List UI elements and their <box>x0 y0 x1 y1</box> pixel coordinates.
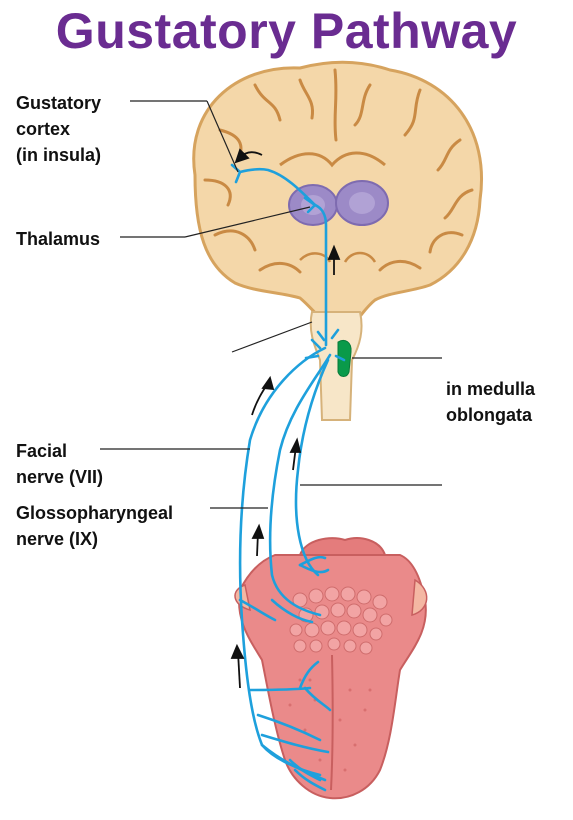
medulla-label-line2: oblongata <box>446 405 532 425</box>
thalamus-label: Thalamus <box>16 229 101 249</box>
medulla-label-line1: in medulla <box>446 379 536 399</box>
page-title: Gustatory Pathway <box>55 3 518 59</box>
tongue <box>234 537 428 800</box>
brain-section <box>192 60 483 327</box>
glossopharyngeal-nerve-label-line2: nerve (IX) <box>16 529 99 549</box>
direction-arrows <box>230 148 341 689</box>
gustatory-cortex-label: Gustatory cortex (in insula) <box>16 90 101 168</box>
gustatory-cortex-label-line3: (in insula) <box>16 145 101 165</box>
medulla-nucleus <box>337 339 352 377</box>
nerve-pathways <box>230 163 346 792</box>
brainstem <box>309 311 363 421</box>
glossopharyngeal-nerve-path <box>268 353 332 617</box>
facial-nerve-label: Facial nerve (VII) <box>16 438 103 490</box>
glossopharyngeal-nerve-label: Glossopharyngeal nerve (IX) <box>16 500 173 552</box>
glossopharyngeal-nerve-label-line1: Glossopharyngeal <box>16 503 174 523</box>
facial-nerve-label-line2: nerve (VII) <box>16 467 104 487</box>
facial-nerve-label-line1: Facial <box>16 441 68 461</box>
medulla-label: in medulla oblongata <box>446 376 535 428</box>
gustatory-cortex-label-line1: Gustatory <box>16 93 102 113</box>
leader-lines <box>100 100 442 509</box>
gustatory-cortex-label-line2: cortex <box>16 119 71 139</box>
